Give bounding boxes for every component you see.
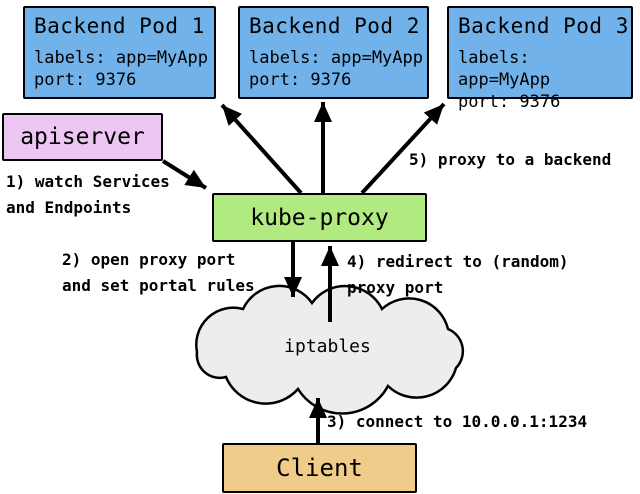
arrow-kubeproxy-to-pod1: [220, 103, 303, 195]
annotation-step-1: 1) watch Services and Endpoints: [6, 169, 170, 221]
backend-pod-1-title: Backend Pod 1: [34, 14, 205, 38]
annotation-step-1-line-2: and Endpoints: [6, 198, 132, 217]
annotation-step-2-line-1: 2) open proxy port: [62, 250, 236, 269]
client-label: Client: [276, 454, 363, 482]
backend-pod-2-box: Backend Pod 2 labels: app=MyApp port: 93…: [238, 6, 429, 99]
annotation-step-2: 2) open proxy port and set portal rules: [62, 247, 255, 299]
apiserver-box: apiserver: [2, 113, 163, 161]
backend-pod-1-box: Backend Pod 1 labels: app=MyApp port: 93…: [23, 6, 216, 99]
backend-pod-1-labels: labels: app=MyApp: [34, 48, 208, 68]
backend-pod-3-labels: labels: app=MyApp: [458, 48, 551, 90]
backend-pod-2-labels: labels: app=MyApp: [249, 48, 423, 68]
client-box: Client: [222, 443, 417, 493]
iptables-label: iptables: [284, 336, 371, 357]
backend-pod-3-title: Backend Pod 3: [458, 14, 629, 38]
kube-proxy-box: kube-proxy: [212, 193, 427, 242]
annotation-step-4: 4) redirect to (random) proxy port: [347, 249, 569, 301]
backend-pod-1-port: port: 9376: [34, 70, 137, 90]
backend-pod-2-port: port: 9376: [249, 70, 352, 90]
annotation-step-2-line-2: and set portal rules: [62, 276, 255, 295]
annotation-step-4-line-2: proxy port: [347, 278, 444, 297]
annotation-step-3: 3) connect to 10.0.0.1:1234: [327, 412, 588, 431]
iptables-cloud: [195, 284, 465, 415]
backend-pod-3-port: port: 9376: [458, 92, 561, 112]
kube-proxy-label: kube-proxy: [250, 204, 389, 231]
annotation-step-1-line-1: 1) watch Services: [6, 172, 170, 191]
backend-pod-2-title: Backend Pod 2: [249, 14, 420, 38]
arrow-apiserver-to-kubeproxy: [161, 159, 208, 190]
backend-pod-3-box: Backend Pod 3 labels: app=MyApp port: 93…: [447, 6, 633, 112]
annotation-step-4-line-1: 4) redirect to (random): [347, 252, 569, 271]
apiserver-label: apiserver: [20, 124, 145, 150]
annotation-step-5: 5) proxy to a backend: [409, 150, 612, 169]
arrow-kubeproxy-to-pod3: [360, 102, 446, 195]
